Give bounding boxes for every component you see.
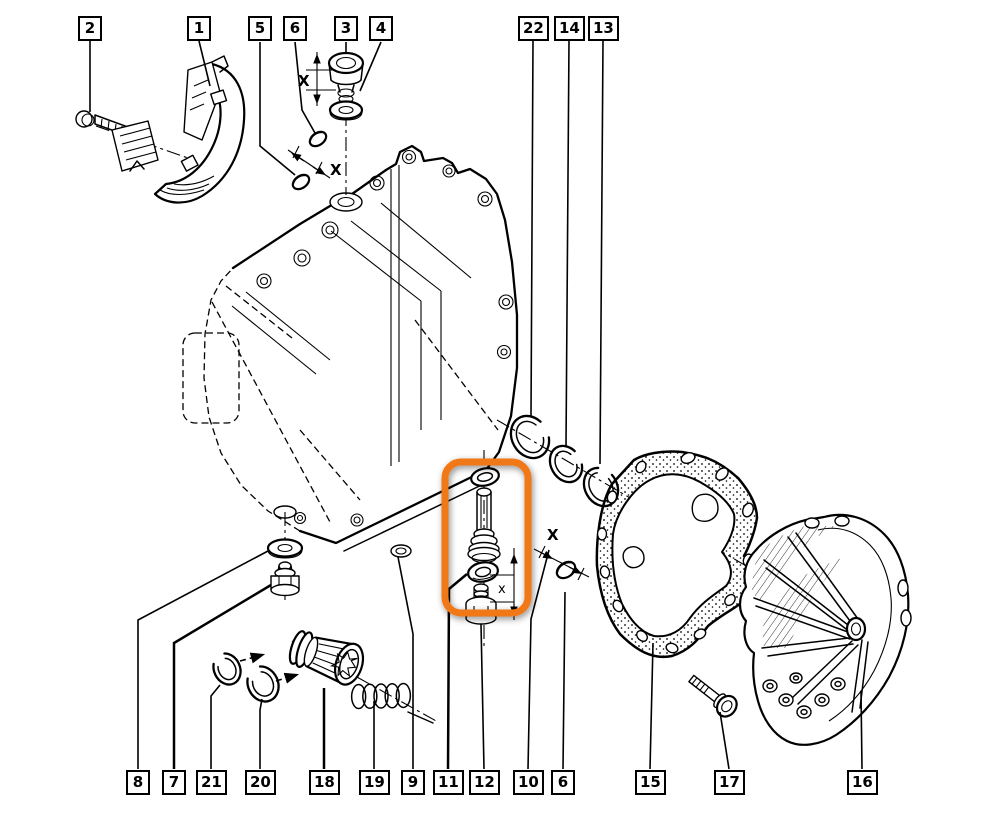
callout-11[interactable]: 11 — [433, 770, 464, 795]
part-11-oring-top — [470, 467, 500, 487]
callout-10[interactable]: 10 — [513, 770, 544, 795]
part-21-snap-ring — [212, 652, 242, 686]
housing-ribs — [231, 165, 472, 466]
dim-label-pins: X — [330, 161, 342, 179]
part-20-snap-ring — [246, 665, 280, 703]
part-5-pin — [291, 173, 311, 191]
dim-label-bolt: x — [498, 582, 506, 597]
callout-3[interactable]: 3 — [334, 16, 358, 41]
part-6-pin-bottom — [555, 560, 577, 580]
part-17-bolt — [688, 674, 738, 718]
leader-lines — [89, 40, 863, 770]
centrelines — [95, 112, 485, 723]
part-14-ring — [548, 444, 584, 484]
part-4-seal-washer — [328, 100, 364, 121]
part-15-gasket — [595, 450, 759, 659]
callout-20[interactable]: 20 — [245, 770, 276, 795]
cover-ribs — [753, 532, 869, 713]
housing-hidden-lines — [182, 285, 499, 523]
part-12-bolt — [465, 583, 497, 625]
callout-7[interactable]: 7 — [162, 770, 186, 795]
housing-bosses — [256, 149, 514, 527]
callout-16[interactable]: 16 — [847, 770, 878, 795]
part-housing — [182, 144, 519, 558]
highlight-box — [441, 458, 532, 617]
callout-5[interactable]: 5 — [248, 16, 272, 41]
callout-17[interactable]: 17 — [714, 770, 745, 795]
part-6-pin-top — [308, 130, 328, 148]
part-19-spring — [350, 682, 434, 724]
callout-9[interactable]: 9 — [401, 770, 425, 795]
callout-14[interactable]: 14 — [554, 16, 585, 41]
part-11-seal-ring — [467, 561, 499, 583]
part-1-bracket — [111, 55, 246, 204]
callout-13[interactable]: 13 — [588, 16, 619, 41]
part-18-coupling — [288, 630, 365, 686]
part-8-washer — [266, 538, 304, 559]
dimension-lower-pin: X — [533, 526, 590, 581]
callout-21[interactable]: 21 — [196, 770, 227, 795]
dim-label-lower: X — [547, 526, 559, 544]
part-7-drain-plug — [270, 561, 300, 597]
callout-18[interactable]: 18 — [309, 770, 340, 795]
callout-4[interactable]: 4 — [369, 16, 393, 41]
part-16-end-cover — [738, 513, 912, 746]
assembly-arrows — [239, 652, 300, 684]
callout-12[interactable]: 12 — [469, 770, 500, 795]
cover-bolt-bosses — [762, 515, 912, 719]
callout-15[interactable]: 15 — [635, 770, 666, 795]
callout-19[interactable]: 19 — [359, 770, 390, 795]
dim-label-upper: X — [298, 72, 310, 90]
callout-6-bottom[interactable]: 6 — [551, 770, 575, 795]
callout-6-top[interactable]: 6 — [283, 16, 307, 41]
dimension-upper-plug: X — [298, 52, 336, 106]
callout-1[interactable]: 1 — [187, 16, 211, 41]
callout-22[interactable]: 22 — [518, 16, 549, 41]
part-22-ring — [509, 414, 551, 460]
callout-2[interactable]: 2 — [78, 16, 102, 41]
dimension-top-pins: X — [287, 145, 342, 179]
callout-8[interactable]: 8 — [126, 770, 150, 795]
part-3-plug — [327, 51, 365, 104]
part-11-sensor-stem — [467, 487, 501, 564]
